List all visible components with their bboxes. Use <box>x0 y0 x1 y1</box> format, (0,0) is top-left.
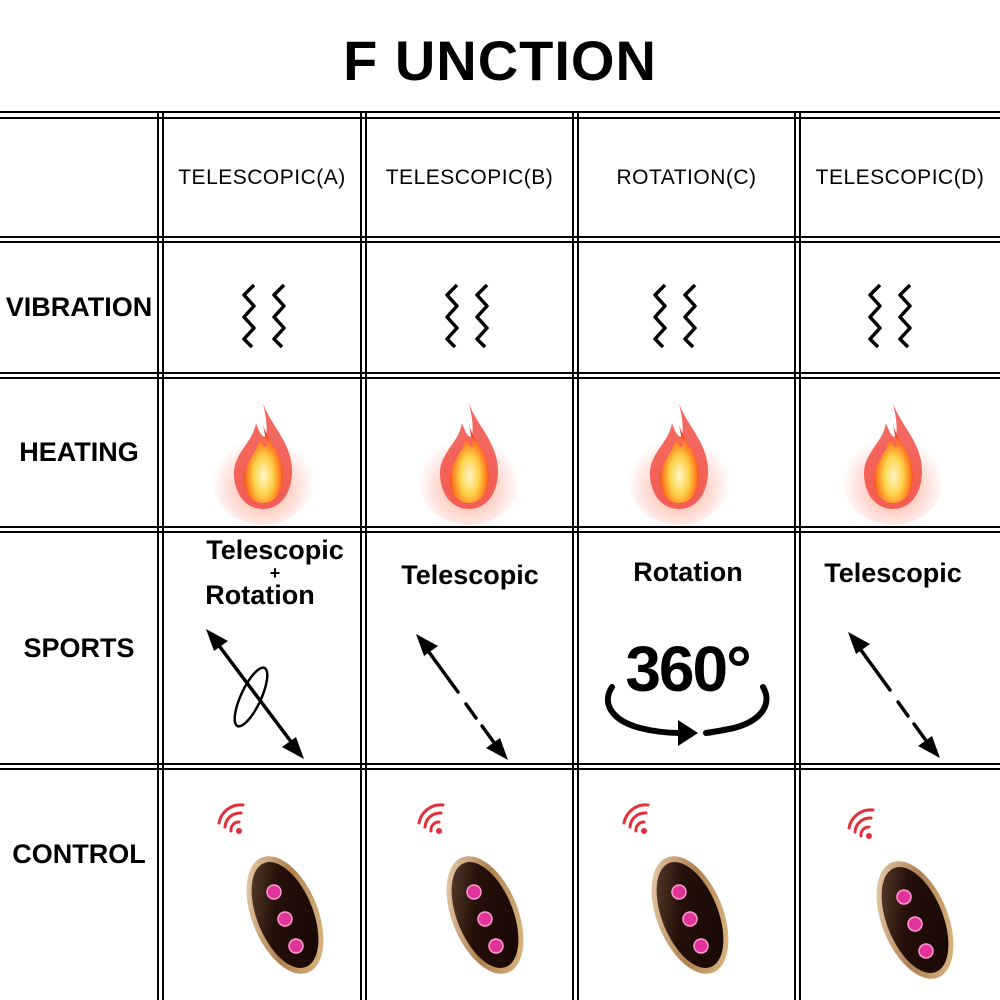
flame-icon <box>211 403 315 525</box>
sports-label-a-plus: + <box>269 563 281 583</box>
vibration-icon <box>868 283 912 349</box>
flame-icon <box>627 403 731 525</box>
column-header-d: TELESCOPIC(D) <box>815 165 985 189</box>
remote-control-icon <box>417 803 524 974</box>
diagonal-arrow-icon <box>416 634 508 760</box>
sports-label-b: Telescopic <box>401 560 539 590</box>
remote-control-icon <box>217 803 324 974</box>
sports-label-a-line1: Telescopic <box>206 535 344 565</box>
vibration-icon <box>445 283 489 349</box>
flame-icon <box>841 403 945 525</box>
rotate-360-label: 360° <box>625 633 751 705</box>
row-header-control: CONTROL <box>12 838 146 869</box>
sports-label-c: Rotation <box>633 557 743 587</box>
vibration-icon <box>653 283 697 349</box>
sports-label-d: Telescopic <box>824 558 962 588</box>
flame-icon <box>417 403 521 525</box>
sports-label-a: Telescopic + Rotation <box>190 537 360 609</box>
telescopic-rotation-icon <box>206 629 304 759</box>
rotate-360-icon: 360° <box>600 632 775 747</box>
column-header-c: ROTATION(C) <box>616 165 757 189</box>
row-header-vibration: VIBRATION <box>5 292 153 322</box>
column-header-b: TELESCOPIC(B) <box>385 165 554 189</box>
column-header-a: TELESCOPIC(A) <box>178 165 346 189</box>
row-header-sports: SPORTS <box>23 632 135 663</box>
row-header-heating: HEATING <box>19 437 139 467</box>
vibration-icon <box>242 283 286 349</box>
page-title: F UNCTION <box>343 29 657 92</box>
diagonal-arrow-icon <box>848 632 940 758</box>
remote-control-icon <box>847 808 954 979</box>
remote-control-icon <box>622 803 729 974</box>
sports-label-a-line2: Rotation <box>205 580 315 610</box>
